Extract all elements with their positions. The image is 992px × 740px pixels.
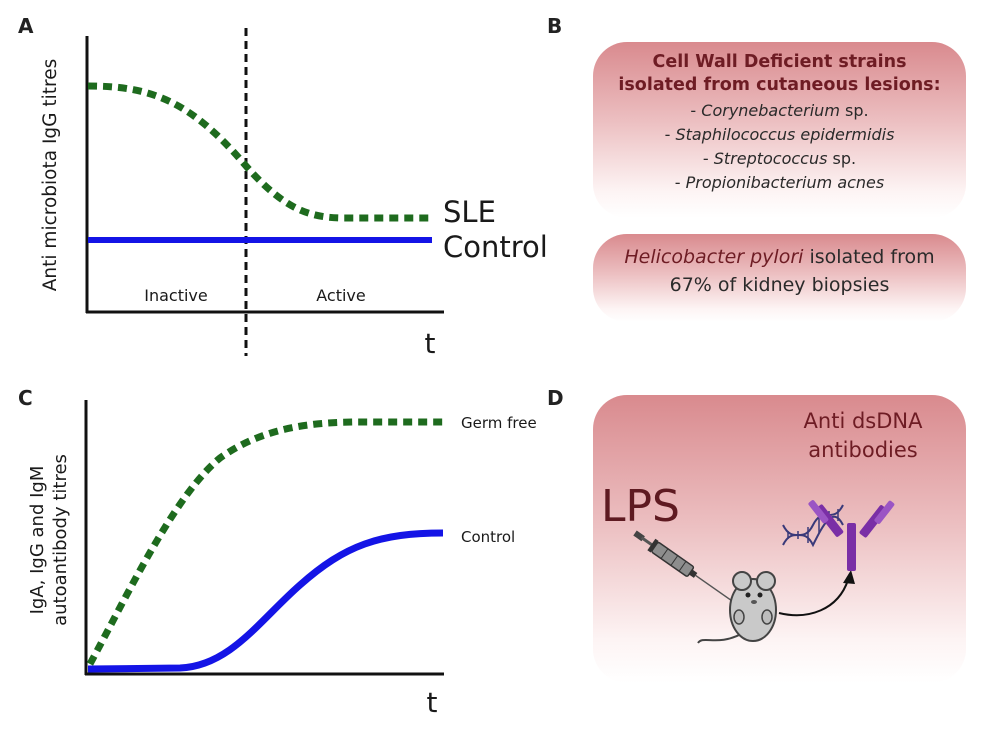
panel-b-hp-line1: Helicobacter pylori isolated from [624, 246, 935, 268]
panel-a-sle-curve [87, 82, 434, 222]
syringe-icon [633, 530, 742, 609]
panel-c-legend-germ-free: Germ free [461, 414, 537, 432]
panel-a-x-label: t [425, 327, 436, 360]
panel-b-strain-3: - Streptococcus sp. [702, 149, 857, 168]
panel-a-region-inactive: Inactive [144, 286, 208, 305]
panel-b-heading-line1: Cell Wall Deficient strains [652, 52, 907, 72]
panel-letter-c: C [18, 386, 33, 410]
panel-b-strain-1: - Corynebacterium sp. [690, 101, 869, 120]
panel-d-box: Anti dsDNA antibodies LPS [593, 395, 966, 683]
panel-c-y-label-line2: autoantibody titres [50, 454, 71, 626]
panel-c-x-label: t [427, 686, 438, 719]
panel-c-control-curve [87, 529, 444, 673]
panel-d-illustration [633, 500, 895, 644]
panel-b-hp-box: Helicobacter pylori isolated from 67% of… [593, 234, 966, 322]
panel-d-label-line2: antibodies [808, 438, 918, 462]
panel-a-legend-sle: SLE [443, 195, 496, 229]
antibody-icon [808, 500, 895, 571]
panel-a-y-label: Anti microbiota IgG titres [40, 59, 61, 291]
panel-c-legend-control: Control [461, 528, 515, 546]
panel-a-legend-control: Control [443, 230, 548, 264]
panel-letter-d: D [547, 386, 564, 410]
panel-b-hp-line2: 67% of kidney biopsies [669, 274, 890, 296]
panel-b-strain-4: - Propionibacterium acnes [674, 173, 885, 192]
panel-c-y-label-line1: IgA, IgG and IgM [27, 466, 48, 615]
panel-d-lps-label: LPS [601, 481, 680, 532]
panel-a-region-active: Active [316, 286, 366, 305]
panel-b-strain-2: - Staphilococcus epidermidis [664, 125, 895, 144]
panel-letter-b: B [547, 14, 563, 38]
arrow-icon [778, 570, 855, 617]
panel-c-germ-free-curve [86, 418, 445, 666]
mouse-icon [697, 571, 777, 644]
panel-b-cwd-box: Cell Wall Deficient strains isolated fro… [593, 42, 966, 218]
panel-b-heading-line2: isolated from cutaneous lesions: [618, 75, 941, 95]
panel-d-label-line1: Anti dsDNA [803, 409, 923, 433]
panel-letter-a: A [18, 14, 34, 38]
